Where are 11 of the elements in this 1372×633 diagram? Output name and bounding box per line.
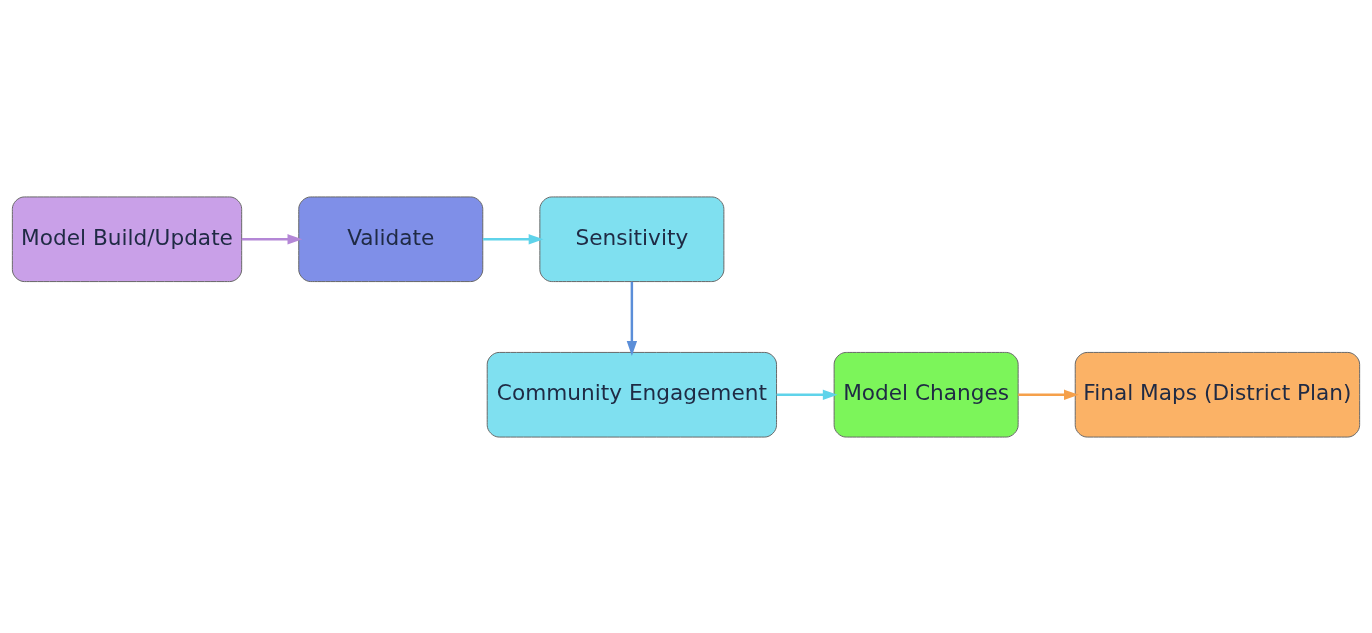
arrow bbox=[626, 281, 638, 356]
arrow bbox=[483, 233, 544, 244]
node-box: Sensitivity bbox=[539, 195, 725, 282]
node-box: Community Engagement bbox=[486, 351, 778, 438]
arrow bbox=[1018, 389, 1079, 400]
node-box: Model Build/Update bbox=[11, 195, 243, 282]
node-box: Model Changes bbox=[833, 351, 1019, 438]
node-box: Validate bbox=[298, 195, 484, 282]
arrow bbox=[776, 389, 838, 400]
arrow bbox=[241, 233, 303, 244]
node-box: Final Maps (District Plan) bbox=[1074, 351, 1361, 438]
